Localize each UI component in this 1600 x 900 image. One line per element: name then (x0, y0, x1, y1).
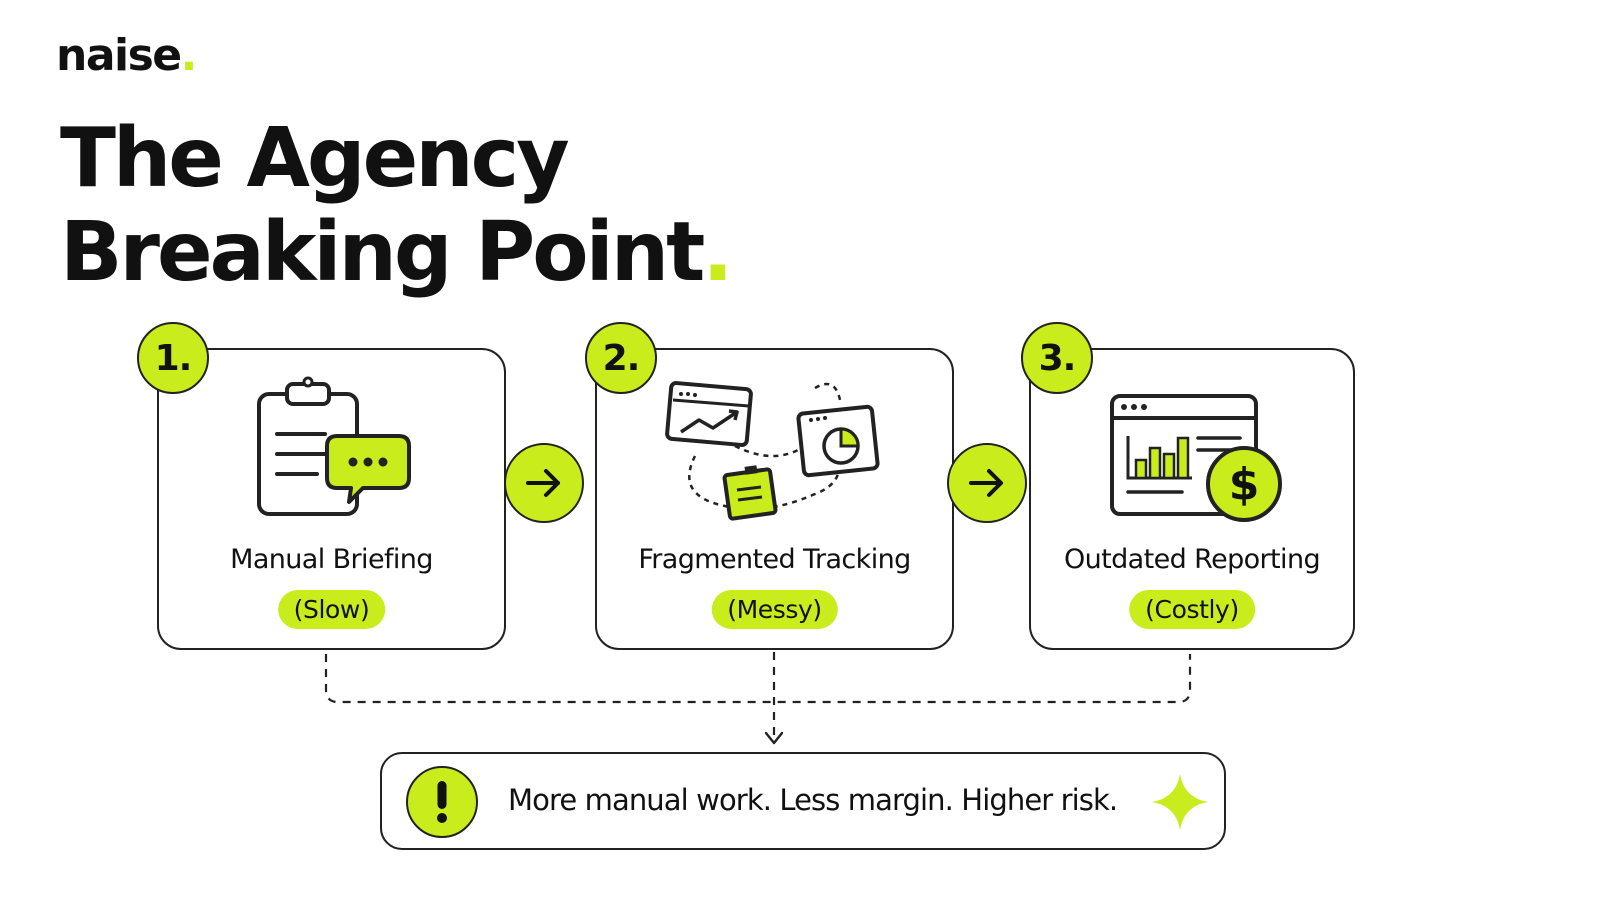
report-dollar-icon: $ (1102, 376, 1282, 530)
step-tag: (Messy) (711, 590, 838, 629)
page-title: The Agency Breaking Point. (60, 111, 733, 300)
clipboard-chat-icon (247, 376, 417, 530)
step-number-badge: 2. (585, 322, 657, 394)
step-tag: (Costly) (1129, 590, 1255, 629)
step-label: Outdated Reporting (1063, 544, 1321, 575)
svg-text:$: $ (1229, 459, 1260, 510)
brand-dot: . (180, 30, 198, 81)
step-card-manual-briefing: Manual Briefing (Slow) (157, 348, 506, 650)
sparkle-icon (1150, 772, 1210, 836)
connector-path (324, 654, 1192, 704)
brand-name: naise (56, 30, 182, 81)
step-tag: (Slow) (277, 590, 386, 629)
brand-logo: naise. (56, 34, 197, 78)
arrow-right-icon (947, 443, 1027, 523)
title-line-1: The Agency (60, 111, 570, 206)
step-number-badge: 1. (137, 322, 209, 394)
conclusion-box: More manual work. Less margin. Higher ri… (380, 752, 1226, 850)
step-label: Fragmented Tracking (638, 544, 911, 575)
connector-arrowhead (764, 731, 784, 745)
conclusion-text: More manual work. Less margin. Higher ri… (508, 783, 1118, 817)
step-card-outdated-reporting: $ Outdated Reporting (Costly) (1029, 348, 1355, 650)
title-dot: . (702, 205, 733, 300)
title-line-2: Breaking Point. (60, 205, 733, 300)
exclamation-icon (406, 766, 478, 838)
step-label: Manual Briefing (230, 544, 433, 575)
arrow-right-icon (504, 443, 584, 523)
scattered-dashboard-icon (664, 376, 885, 530)
step-number-badge: 3. (1021, 322, 1093, 394)
step-card-fragmented-tracking: Fragmented Tracking (Messy) (595, 348, 954, 650)
title-line-2-text: Breaking Point (60, 205, 705, 300)
